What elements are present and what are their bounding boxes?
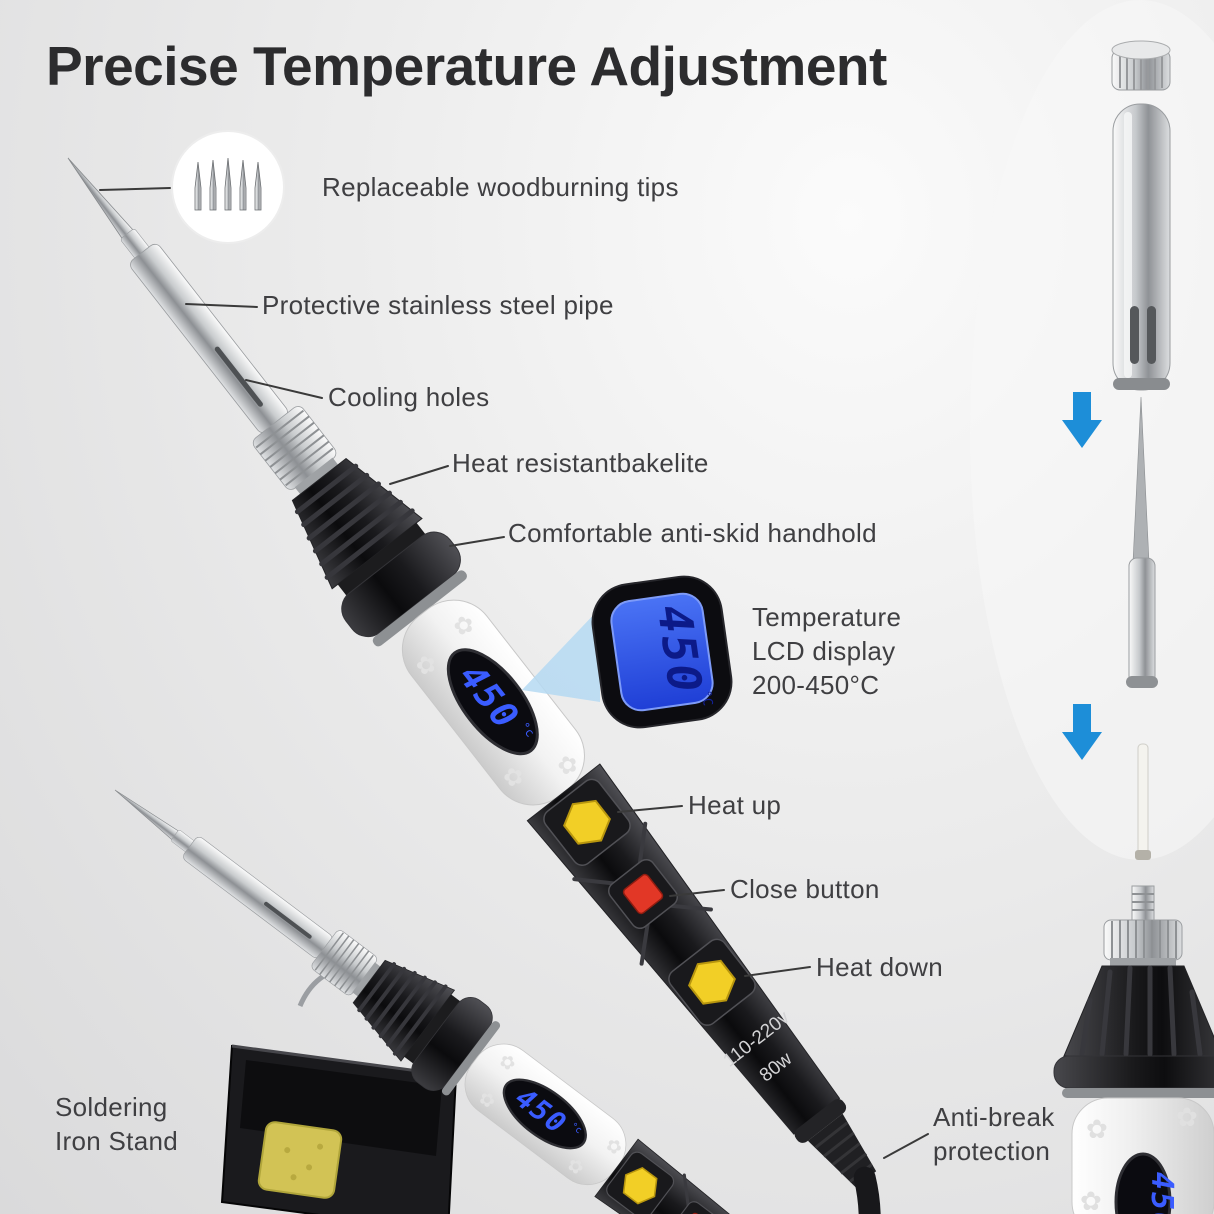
callout-antibreak: Anti-break protection: [933, 1100, 1055, 1168]
callout-temperature: Temperature LCD display 200-450°C: [752, 600, 901, 702]
callout-handhold: Comfortable anti-skid handhold: [508, 518, 877, 548]
callout-stand-line1: Soldering: [55, 1092, 168, 1122]
callout-pipe: Protective stainless steel pipe: [262, 290, 614, 320]
zoom-lcd-value: 450: [647, 602, 713, 698]
cooling-hole: [1147, 306, 1156, 364]
lcd-magnifier: 450 °C: [591, 575, 733, 729]
leader-lines: [99, 187, 929, 1159]
callout-temperature-line3: 200-450°C: [752, 670, 880, 700]
callout-cooling: Cooling holes: [328, 382, 490, 412]
callout-tips: Replaceable woodburning tips: [322, 172, 679, 202]
heating-element-part: [1135, 743, 1151, 860]
solder-tip-part: [1126, 396, 1158, 688]
callout-stand-line2: Iron Stand: [55, 1126, 178, 1156]
zoom-lcd-unit: °C: [698, 689, 715, 707]
callout-antibreak-line2: protection: [933, 1136, 1051, 1166]
steel-pipe-part: [1112, 103, 1171, 391]
cooling-hole: [1130, 306, 1139, 364]
tips-circle: [171, 130, 285, 244]
callout-antibreak-line1: Anti-break: [933, 1102, 1055, 1132]
down-arrow-1: [1062, 392, 1102, 448]
page-title: Precise Temperature Adjustment: [46, 35, 887, 97]
callout-heat-down: Heat down: [816, 952, 943, 982]
callout-stand: Soldering Iron Stand: [55, 1090, 178, 1158]
down-arrow-2: [1062, 704, 1102, 760]
callout-bakelite: Heat resistantbakelite: [452, 448, 709, 478]
magnifier-beam: [522, 608, 600, 702]
callout-temperature-line2: LCD display: [752, 636, 896, 666]
flower-decoration: ✿: [1176, 1103, 1198, 1133]
cap-part: [1111, 40, 1171, 91]
lcd-display: [1114, 1152, 1172, 1214]
callout-heat-up: Heat up: [688, 790, 782, 820]
callout-temperature-line1: Temperature: [752, 602, 902, 632]
flower-decoration: ✿: [1080, 1187, 1102, 1214]
woodburning-tips-icons: [194, 157, 262, 211]
callout-close: Close button: [730, 874, 880, 904]
iron-handle-part: ✿ ✿ ✿ 450: [1053, 885, 1214, 1214]
cleaning-sponge: [257, 1121, 343, 1199]
flower-decoration: ✿: [1086, 1115, 1108, 1145]
lcd-value: 450: [1144, 1172, 1179, 1214]
soldering-iron-stand: [220, 965, 458, 1214]
